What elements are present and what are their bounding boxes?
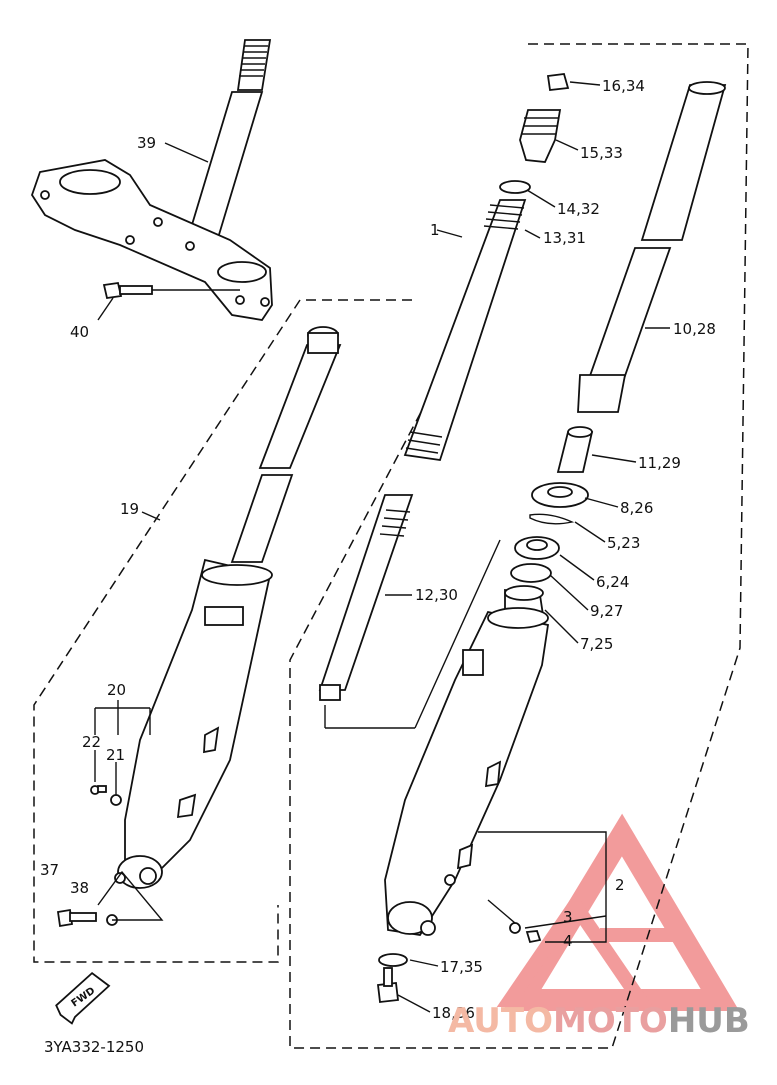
- callout-6-24: 6,24: [596, 573, 629, 591]
- left-fork-drain-bolt: [56, 870, 164, 928]
- callout-7-25: 7,25: [580, 635, 613, 653]
- callout-38: 38: [70, 879, 89, 897]
- callout-17-35: 17,35: [440, 958, 483, 976]
- callout-20-bracket: [94, 700, 151, 795]
- callout-2: 2: [615, 876, 625, 894]
- leader-lines: [97, 81, 670, 1013]
- drawing-code: 3YA332-1250: [44, 1038, 144, 1056]
- fwd-direction-badge: FWD: [55, 971, 111, 1025]
- right-fork-assembly: [318, 73, 727, 1003]
- callout-22: 22: [82, 733, 101, 751]
- under-bracket: [31, 159, 273, 321]
- watermark-auto: AUTO: [448, 1001, 553, 1041]
- callout-13-31: 13,31: [543, 229, 586, 247]
- left-fork-assembly: [114, 326, 342, 889]
- callout-labels: 39 40 19 20 22 21 37 38 1 16,34 15,33 14…: [40, 77, 716, 1022]
- callout-14-32: 14,32: [557, 200, 600, 218]
- callout-3: 3: [563, 908, 573, 926]
- left-fork-small-parts: [90, 785, 122, 806]
- pinch-bolt: [102, 281, 240, 300]
- callout-18-36: 18,36: [432, 1004, 475, 1022]
- callout-19: 19: [120, 500, 139, 518]
- callout-11-29: 11,29: [638, 454, 681, 472]
- callout-15-33: 15,33: [580, 144, 623, 162]
- steering-stem: [186, 39, 272, 239]
- callout-8-26: 8,26: [620, 499, 653, 517]
- assembly-19-dashed-outline: [33, 299, 412, 963]
- callout-40: 40: [70, 323, 89, 341]
- watermark-text: AUTOMOTOHUB: [448, 1001, 750, 1041]
- callout-37: 37: [40, 861, 59, 879]
- callout-5-23: 5,23: [607, 534, 640, 552]
- callout-21: 21: [106, 746, 125, 764]
- callout-16-34: 16,34: [602, 77, 645, 95]
- watermark-moto: MOTO: [553, 1001, 668, 1041]
- callout-9-27: 9,27: [590, 602, 623, 620]
- callout-4: 4: [563, 932, 573, 950]
- watermark-logo: [496, 813, 740, 1011]
- callout-1: 1: [430, 221, 440, 239]
- callout-12-30: 12,30: [415, 586, 458, 604]
- watermark-hub: HUB: [668, 1001, 750, 1041]
- callout-39: 39: [137, 134, 156, 152]
- callout-20: 20: [107, 681, 126, 699]
- callout-10-28: 10,28: [673, 320, 716, 338]
- assembly-1-dashed-outline: [289, 43, 749, 1049]
